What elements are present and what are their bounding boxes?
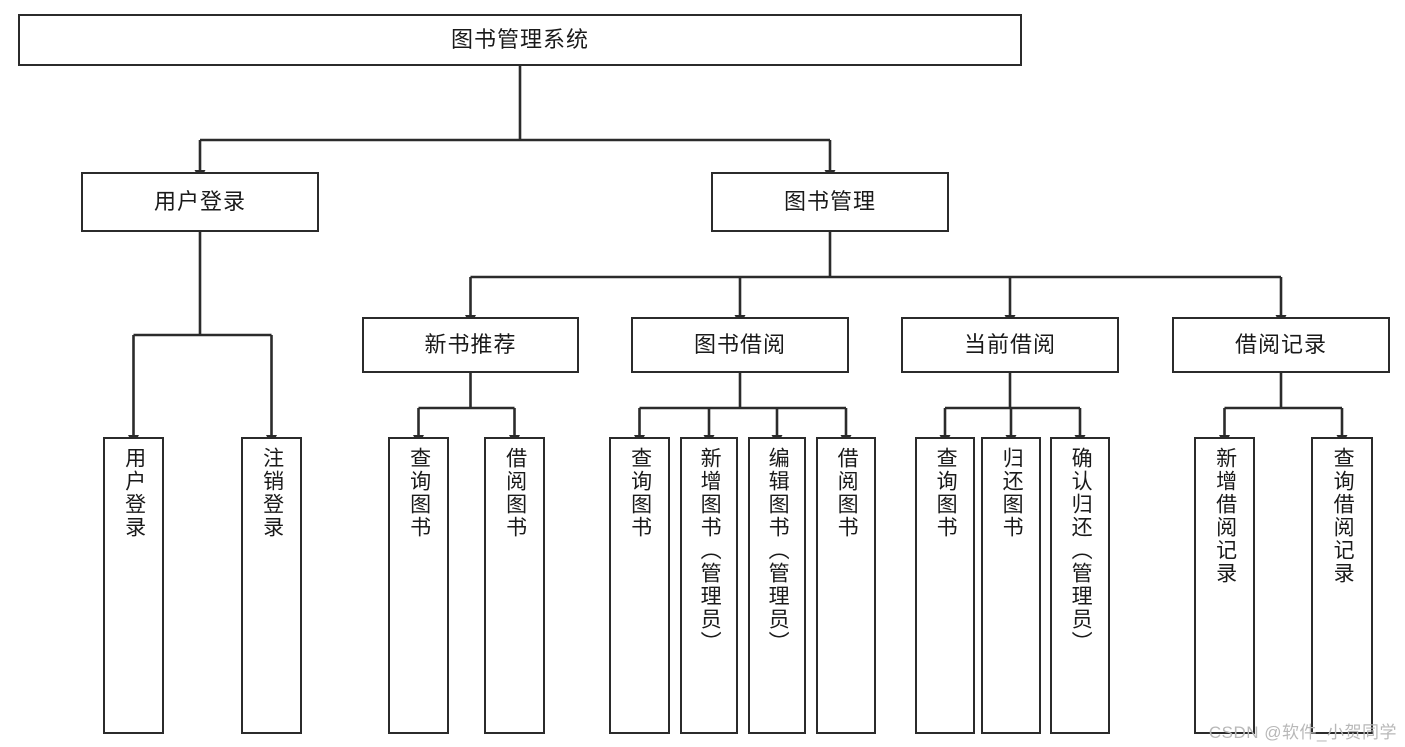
node-leaf-return-book[interactable]: 归还图书	[981, 437, 1041, 734]
node-leaf-return-book-label: 归还图书	[1000, 447, 1024, 539]
node-user-login-label: 用户登录	[153, 188, 246, 214]
node-book-borrow[interactable]: 图书借阅	[631, 317, 849, 373]
node-leaf-edit-book-label: 编辑图书（管理员）	[766, 447, 790, 654]
node-leaf-add-book-label: 新增图书（管理员）	[698, 447, 722, 654]
node-leaf-query-book-2-label: 查询图书	[628, 447, 652, 539]
node-leaf-query-record-label: 查询借阅记录	[1331, 447, 1355, 585]
node-leaf-edit-book[interactable]: 编辑图书（管理员）	[748, 437, 806, 734]
node-leaf-confirm-return[interactable]: 确认归还（管理员）	[1050, 437, 1110, 734]
node-leaf-borrow-book-1-label: 借阅图书	[503, 447, 527, 539]
node-leaf-confirm-return-label: 确认归还（管理员）	[1069, 447, 1093, 654]
node-book-manage-label: 图书管理	[783, 188, 876, 214]
node-leaf-logout[interactable]: 注销登录	[241, 437, 302, 734]
node-leaf-add-record-label: 新增借阅记录	[1213, 447, 1237, 585]
node-leaf-query-record[interactable]: 查询借阅记录	[1311, 437, 1373, 734]
node-book-borrow-label: 图书借阅	[693, 331, 786, 357]
node-leaf-borrow-book-2[interactable]: 借阅图书	[816, 437, 876, 734]
node-user-login[interactable]: 用户登录	[81, 172, 319, 232]
node-leaf-query-book-3-label: 查询图书	[934, 447, 958, 539]
node-leaf-query-book-2[interactable]: 查询图书	[609, 437, 670, 734]
node-new-book-recommend-label: 新书推荐	[424, 331, 517, 357]
node-leaf-query-book-1[interactable]: 查询图书	[388, 437, 449, 734]
node-current-borrow[interactable]: 当前借阅	[901, 317, 1119, 373]
node-leaf-user-login[interactable]: 用户登录	[103, 437, 164, 734]
watermark: CSDN @软件_小贺同学	[1208, 723, 1397, 742]
node-current-borrow-label: 当前借阅	[963, 331, 1056, 357]
node-new-book-recommend[interactable]: 新书推荐	[362, 317, 579, 373]
node-book-manage[interactable]: 图书管理	[711, 172, 949, 232]
node-leaf-add-record[interactable]: 新增借阅记录	[1194, 437, 1255, 734]
node-borrow-record[interactable]: 借阅记录	[1172, 317, 1390, 373]
node-leaf-borrow-book-1[interactable]: 借阅图书	[484, 437, 545, 734]
node-leaf-query-book-3[interactable]: 查询图书	[915, 437, 975, 734]
node-leaf-borrow-book-2-label: 借阅图书	[835, 447, 859, 539]
node-leaf-user-login-label: 用户登录	[122, 447, 146, 539]
node-leaf-add-book[interactable]: 新增图书（管理员）	[680, 437, 738, 734]
node-leaf-logout-label: 注销登录	[260, 447, 284, 539]
node-root-label: 图书管理系统	[450, 26, 589, 52]
node-leaf-query-book-1-label: 查询图书	[407, 447, 431, 539]
node-borrow-record-label: 借阅记录	[1234, 331, 1327, 357]
node-root[interactable]: 图书管理系统	[18, 14, 1022, 66]
